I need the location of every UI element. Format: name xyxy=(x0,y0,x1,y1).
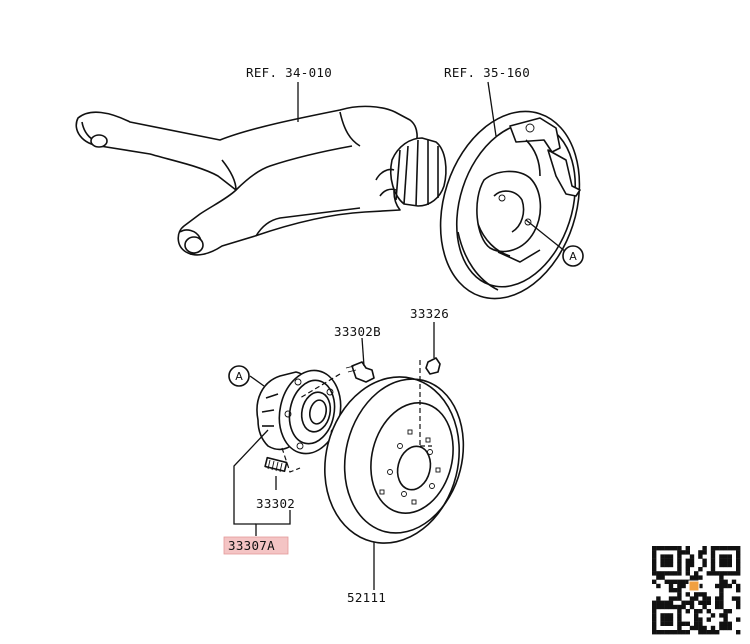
label-hub-assembly[interactable]: 33307A xyxy=(228,538,275,553)
trailing-arm-drawing xyxy=(75,105,447,256)
label-disc: 52111 xyxy=(347,590,386,605)
svg-text:A: A xyxy=(235,370,243,383)
svg-text:A: A xyxy=(569,250,577,263)
callout-a-backing-plate: A xyxy=(562,245,584,267)
callout-a-hub: A xyxy=(228,365,250,387)
label-nut: 33326 xyxy=(410,306,449,321)
brake-disc-drawing xyxy=(324,357,465,544)
qr-code-icon xyxy=(652,546,741,635)
label-ref-trailing-arm: REF. 34-010 xyxy=(246,65,332,80)
hub-assembly-drawing xyxy=(256,361,375,473)
label-ref-backing-plate: REF. 35-160 xyxy=(444,65,530,80)
label-stud: 33302 xyxy=(256,496,295,511)
label-bolt: 33302B xyxy=(334,324,381,339)
leader-lines xyxy=(233,81,567,590)
backing-plate-drawing xyxy=(439,110,581,300)
highlight-box-hub-assembly xyxy=(223,536,289,555)
